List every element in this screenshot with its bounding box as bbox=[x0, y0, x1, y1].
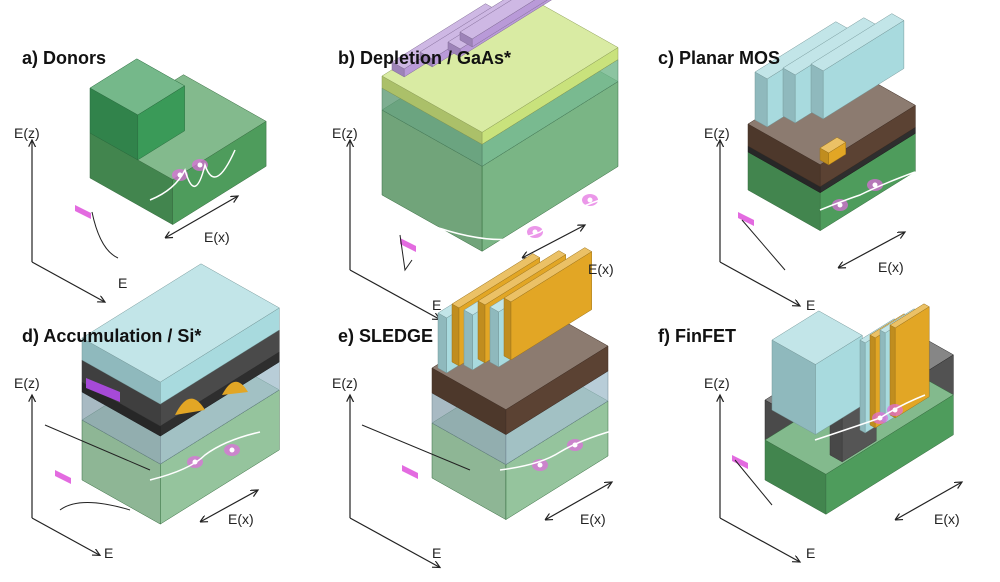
panel-c-e-label: E bbox=[806, 297, 815, 313]
panel-e-electron bbox=[537, 462, 543, 468]
panel-d-ex-label: E(x) bbox=[228, 511, 254, 527]
panel-a-ex-label: E(x) bbox=[204, 229, 230, 245]
panel-e-gold-gate-0-front-face bbox=[451, 303, 460, 367]
panel-b-potential-curve bbox=[429, 179, 641, 241]
panel-c-electron bbox=[872, 182, 878, 188]
panel-d-energy-curve bbox=[44, 424, 151, 511]
panel-a-ez-label: E(z) bbox=[14, 125, 40, 141]
panel-d-band-marker bbox=[55, 470, 71, 484]
panel-e-gold-gate-2-top-face bbox=[503, 247, 593, 303]
panel-f-cyan-gate-top-face bbox=[771, 310, 863, 365]
panel-c-e-axis bbox=[719, 261, 800, 306]
panel-b-gate-2-side-face bbox=[459, 0, 552, 58]
panel-d-ez-label: E(z) bbox=[14, 375, 40, 391]
panel-e-gold-gate-1-top-face bbox=[477, 250, 567, 306]
panel-b-electron bbox=[587, 197, 593, 203]
panel-a-e-label: E bbox=[118, 275, 127, 291]
panel-e-band-marker bbox=[402, 465, 418, 479]
panel-b-e-label: E bbox=[432, 297, 441, 313]
panel-f-gate-3-top-face bbox=[889, 303, 930, 329]
panel-b-gate-3-top-face bbox=[459, 0, 535, 40]
panel-d-potential-curve bbox=[149, 431, 261, 481]
panel-a-band-marker bbox=[75, 205, 91, 219]
panel-c-top-gate-2-front-face bbox=[810, 63, 824, 120]
panel-e-energy-curve bbox=[361, 424, 471, 471]
panel-f-energy-curve bbox=[734, 459, 773, 506]
panel-e-cyan-gate-0-front-face bbox=[437, 312, 447, 374]
panel-b-title: b) Depletion / GaAs* bbox=[338, 48, 511, 68]
panel-e-e-label: E bbox=[432, 545, 441, 561]
panel-e-cyan-gate-2-front-face bbox=[489, 306, 499, 368]
panel-a-energy-curve bbox=[91, 211, 119, 259]
panel-f-gate-2-front-face bbox=[879, 329, 886, 424]
panel-e-e-axis bbox=[349, 517, 440, 568]
panel-c-ex-axis bbox=[838, 232, 905, 268]
panel-f-e-axis bbox=[719, 517, 800, 562]
panel-c-ez-label: E(z) bbox=[704, 125, 730, 141]
panel-a-raised-block-top-face bbox=[89, 58, 186, 116]
panel-f-ez-label: E(z) bbox=[704, 375, 730, 391]
panel-a-ex-axis bbox=[165, 196, 238, 238]
panel-e-ez-label: E(z) bbox=[332, 375, 358, 391]
panel-f-title: f) FinFET bbox=[658, 326, 736, 346]
panel-b-e-axis bbox=[349, 269, 440, 320]
panel-d-e-axis bbox=[31, 517, 100, 555]
panel-d-purple-gate bbox=[86, 378, 120, 402]
panel-f-potential-curve bbox=[814, 394, 926, 441]
panel-e-gold-gate-1-front-face bbox=[477, 300, 486, 364]
panel-f-gate-0-front-face bbox=[859, 339, 866, 434]
panel-e-gold-gate-2-front-face bbox=[503, 297, 512, 361]
panel-f-ex-axis bbox=[895, 482, 962, 520]
panel-b-ex-axis bbox=[522, 225, 585, 258]
panel-d-plunger-gate-0 bbox=[175, 398, 205, 415]
panel-b-gate-3-side-face bbox=[471, 0, 548, 48]
panel-e-title: e) SLEDGE bbox=[338, 326, 433, 346]
panel-c-electron bbox=[837, 202, 843, 208]
panel-d-electron bbox=[229, 447, 235, 453]
panel-a-e-axis bbox=[31, 261, 105, 302]
panel-f-gate-3-front-face bbox=[889, 324, 896, 419]
panel-c-potential-curve bbox=[819, 171, 916, 211]
panel-e-potential-curve bbox=[499, 429, 616, 471]
panel-e-gold-gate-0-top-face bbox=[451, 253, 541, 309]
panel-c-top-gate-2-top-face bbox=[810, 13, 905, 72]
panel-e-cyan-gate-1-front-face bbox=[463, 309, 473, 371]
panel-c-top-gate-0-front-face bbox=[754, 71, 768, 128]
panel-d-title: d) Accumulation / Si* bbox=[22, 326, 201, 346]
panel-b-ex-label: E(x) bbox=[588, 261, 614, 277]
panel-b-band-marker bbox=[400, 238, 416, 252]
panel-c-plunger-gate-top-face bbox=[819, 137, 847, 154]
panel-c-band-marker bbox=[738, 212, 754, 226]
panel-c-ex-label: E(x) bbox=[878, 259, 904, 275]
panel-f-ex-label: E(x) bbox=[934, 511, 960, 527]
panel-a-electron bbox=[197, 162, 203, 168]
panel-b-energy-curve bbox=[399, 234, 413, 272]
panel-d-e-label: E bbox=[104, 545, 113, 561]
panel-c-top-gate-1-front-face bbox=[782, 67, 796, 124]
panel-c-energy-curve bbox=[741, 219, 786, 271]
panel-a-potential-curve bbox=[149, 149, 236, 201]
panel-d-plunger-gate-1 bbox=[222, 381, 248, 395]
panel-f-e-label: E bbox=[806, 545, 815, 561]
panel-c-title: c) Planar MOS bbox=[658, 48, 780, 68]
panel-e-ex-axis bbox=[545, 482, 612, 520]
panel-e-ex-label: E(x) bbox=[580, 511, 606, 527]
panel-f-band-marker bbox=[732, 455, 748, 469]
panel-d-ex-axis bbox=[200, 490, 258, 522]
panel-d-top-gate-top-face bbox=[81, 263, 280, 383]
panel-a-title: a) Donors bbox=[22, 48, 106, 68]
panel-b-ez-label: E(z) bbox=[332, 125, 358, 141]
